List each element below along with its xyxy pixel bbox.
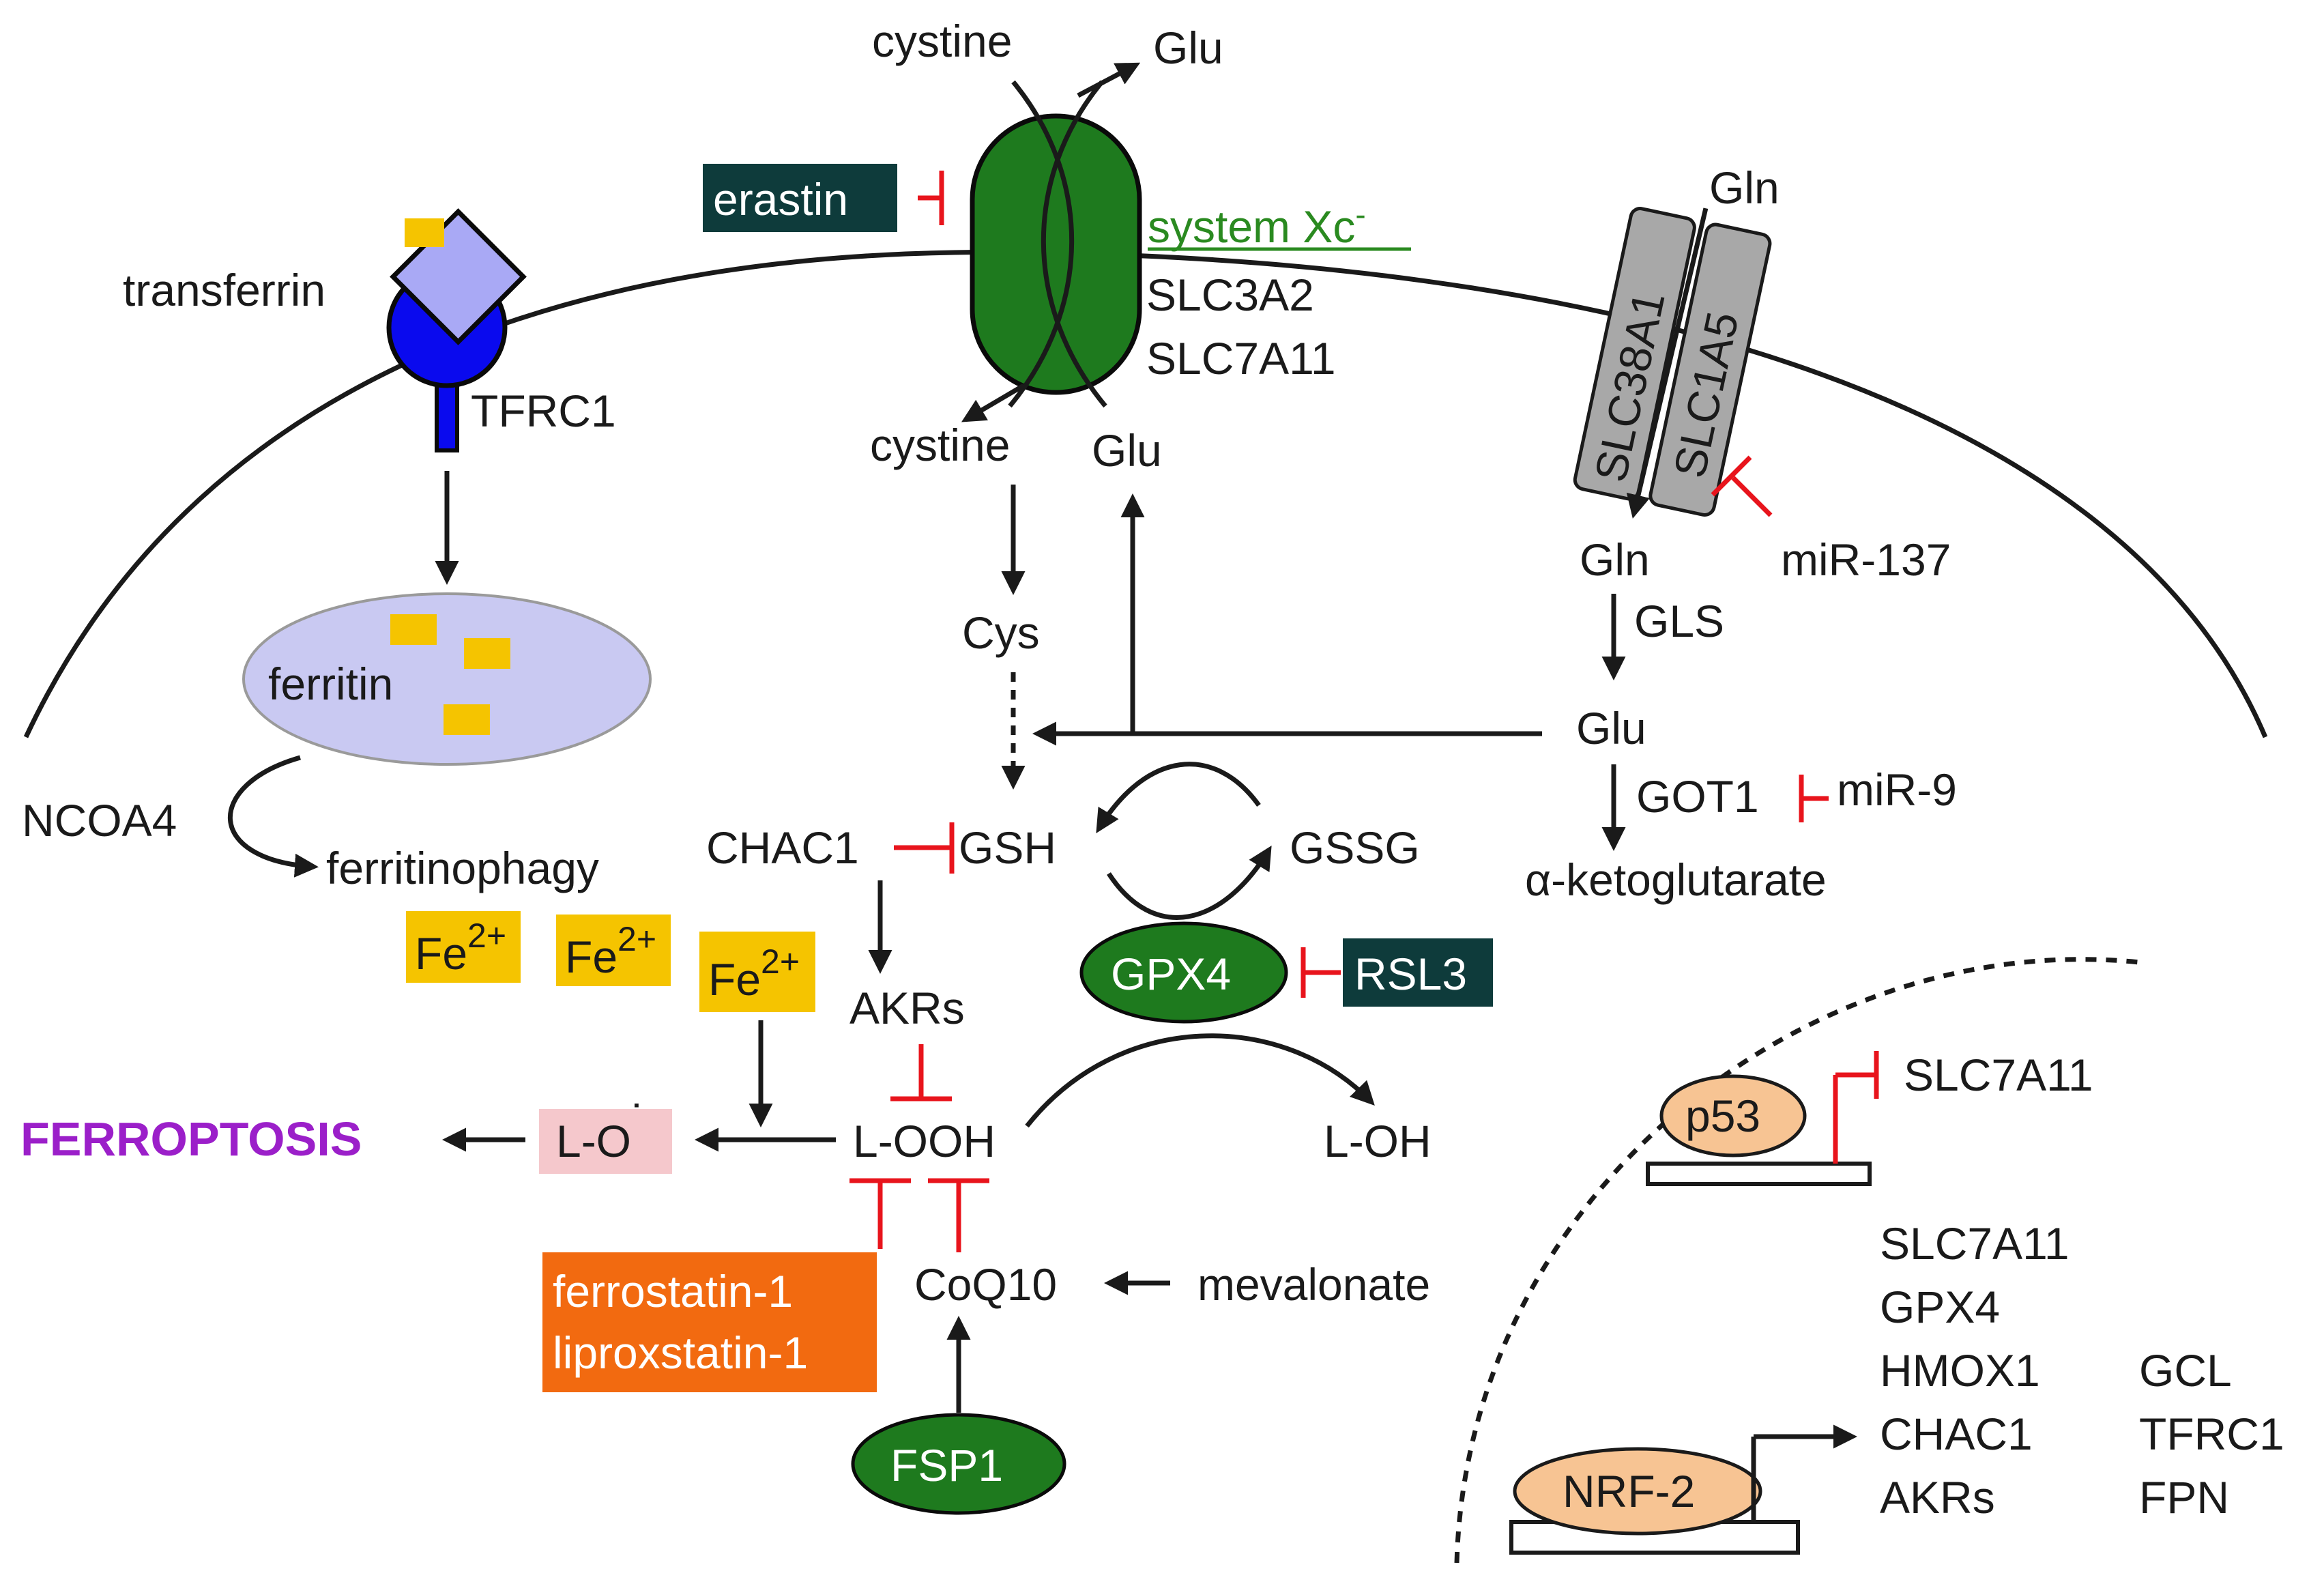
akrs-inhibition-icon — [890, 1044, 952, 1102]
nrf2-targets-col2: GCL TFRC1 FPN — [2139, 1345, 2284, 1523]
chac1-inhibition-icon — [894, 822, 955, 874]
label-cystine-in: cystine — [870, 420, 1010, 470]
coq10-inhibition-icon — [928, 1178, 989, 1252]
label-looh: L-OOH — [853, 1116, 996, 1166]
system-xc-transporter — [961, 62, 1142, 422]
label-system-xc: system Xc- — [1148, 197, 1366, 252]
label-ferritinophagy: ferritinophagy — [326, 843, 599, 893]
nrf2-gene-icon — [1509, 1424, 1857, 1555]
label-akg: α-ketoglutarate — [1525, 854, 1827, 905]
label-transferrin: transferrin — [123, 265, 325, 315]
label-chac1: CHAC1 — [706, 822, 859, 873]
label-mevalonate: mevalonate — [1197, 1259, 1430, 1310]
arrow-ncoa4-ferritinophagy — [227, 755, 319, 878]
label-gssg: GSSG — [1290, 822, 1420, 873]
label-rsl3: RSL3 — [1354, 949, 1467, 999]
label-mir9: miR-9 — [1837, 764, 1957, 815]
label-gln-in: Gln — [1580, 534, 1650, 585]
erastin-box — [703, 164, 897, 232]
label-ferritin: ferritin — [268, 659, 393, 709]
ferrostatin-inhibition-icon — [849, 1178, 911, 1249]
gpx4-node — [1079, 921, 1288, 1024]
label-slc7a11-p53: SLC7A11 — [1904, 1050, 2093, 1100]
label-erastin: erastin — [713, 174, 848, 225]
label-loh: L-OH — [1324, 1116, 1432, 1166]
label-got1: GOT1 — [1636, 771, 1759, 822]
nrf2-target: GPX4 — [1880, 1282, 2000, 1332]
nrf2-target: CHAC1 — [1880, 1409, 2033, 1459]
fe2-box-3: Fe2+ — [699, 932, 815, 1012]
arrow-gsh-gssg — [1107, 846, 1272, 920]
label-p53: p53 — [1685, 1091, 1760, 1141]
label-cystine-out: cystine — [872, 16, 1012, 66]
label-glu-out: Glu — [1153, 23, 1223, 73]
svg-text:Fe2+: Fe2+ — [415, 917, 506, 979]
label-gln-out: Gln — [1709, 162, 1780, 213]
rsl3-inhibition-icon — [1301, 947, 1341, 998]
ferrostatin-box — [542, 1252, 877, 1392]
fe2-box-1: Fe2+ — [406, 911, 521, 983]
label-nrf2: NRF-2 — [1563, 1466, 1695, 1516]
fsp1-node — [851, 1413, 1066, 1515]
label-cys: Cys — [962, 607, 1040, 658]
svg-text:Fe2+: Fe2+ — [565, 920, 656, 982]
label-liproxstatin: liproxstatin-1 — [553, 1327, 808, 1378]
p53-gene-icon — [1646, 1051, 1879, 1186]
label-glu-in: Glu — [1092, 425, 1162, 476]
nrf2-target: GCL — [2139, 1345, 2232, 1396]
arrow-looh-loh — [1025, 1033, 1375, 1128]
label-tfrc1: TFRC1 — [471, 386, 616, 436]
label-fsp1: FSP1 — [890, 1440, 1003, 1491]
label-coq10: CoQ10 — [914, 1259, 1057, 1310]
nrf2-targets-col1: SLC7A11 GPX4 HMOX1 CHAC1 AKRs — [1880, 1218, 2069, 1523]
fe2-box-2: Fe2+ — [556, 915, 671, 986]
label-mir137: miR-137 — [1781, 534, 1951, 585]
nrf2-target: SLC7A11 — [1880, 1218, 2069, 1269]
erastin-inhibition-icon — [918, 171, 944, 225]
label-glu-mid: Glu — [1576, 703, 1646, 753]
label-ncoa4: NCOA4 — [22, 795, 177, 846]
lo-box — [539, 1109, 672, 1174]
nrf2-target: HMOX1 — [1880, 1345, 2040, 1396]
label-ferrostatin: ferrostatin-1 — [553, 1266, 793, 1316]
nrf2-target: TFRC1 — [2139, 1409, 2284, 1459]
svg-text:Fe2+: Fe2+ — [708, 942, 800, 1005]
mir137-inhibition-icon — [1711, 455, 1773, 517]
label-gsh: GSH — [959, 822, 1056, 873]
nrf2-target: AKRs — [1880, 1472, 1995, 1523]
slc38a1-slc1a5-transporter: SLC38A1 SLC1A5 — [1573, 207, 1772, 519]
mir9-inhibition-icon — [1799, 775, 1829, 822]
ferritin-icon — [242, 592, 652, 766]
label-slc3a2: SLC3A2 — [1146, 270, 1314, 320]
label-gpx4: GPX4 — [1111, 949, 1231, 999]
arrow-gssg-gsh — [1096, 762, 1261, 833]
nrf2-target: FPN — [2139, 1472, 2229, 1523]
label-gls: GLS — [1634, 596, 1724, 646]
label-ferroptosis: FERROPTOSIS — [20, 1112, 362, 1166]
rsl3-box — [1343, 938, 1493, 1007]
label-slc7a11-transporter: SLC7A11 — [1146, 333, 1336, 384]
label-akrs: AKRs — [849, 983, 965, 1033]
transferrin-icon — [390, 208, 527, 345]
label-lo: L-O˙ — [556, 1095, 646, 1166]
